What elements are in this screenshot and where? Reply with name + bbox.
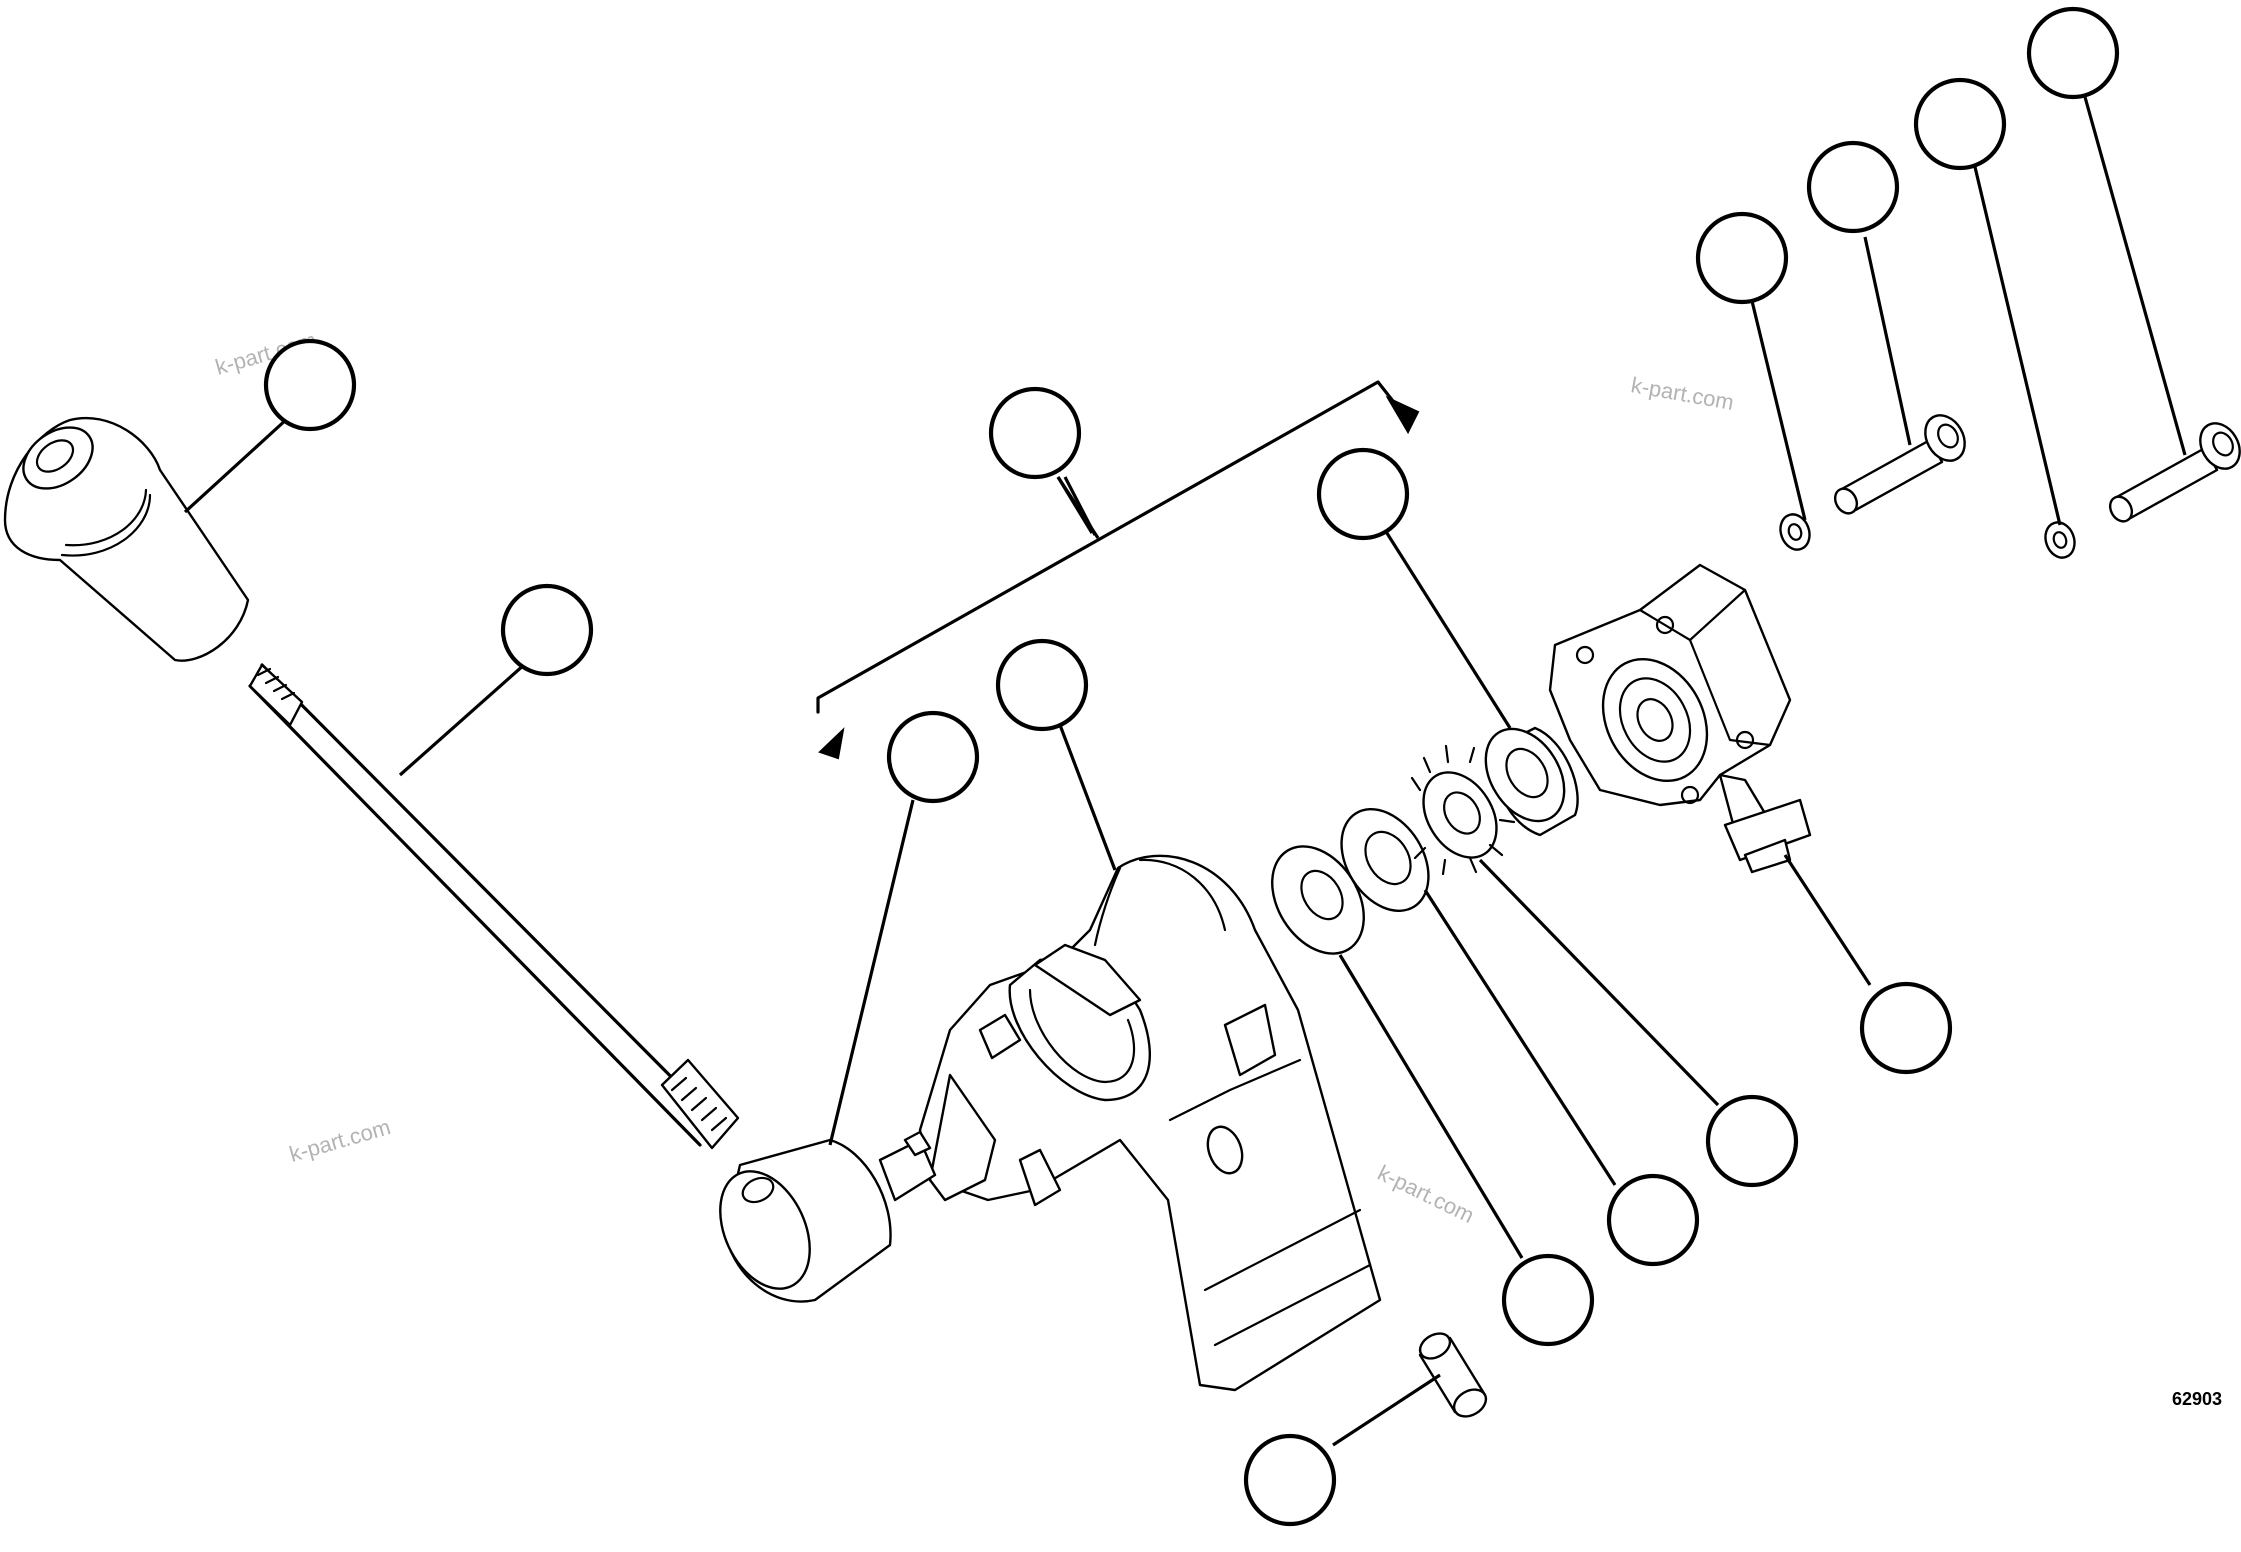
- threaded-rod: [248, 663, 740, 1150]
- screw-2: [2108, 422, 2241, 523]
- flat-washer: [1340, 807, 1430, 913]
- watermark-3: k-part.com: [286, 1114, 393, 1167]
- callout-balloon-flat-washer[interactable]: [1606, 1173, 1700, 1267]
- bracket-leader: [1056, 476, 1100, 539]
- callout-balloon-keyed-washer[interactable]: [1501, 1253, 1595, 1347]
- bushing-washers: [1271, 726, 1579, 955]
- screw-1: [1833, 414, 1966, 515]
- leader-lines: [183, 96, 2187, 1447]
- assembly-bracket: [816, 380, 1420, 760]
- callout-balloon-rod[interactable]: [500, 583, 594, 677]
- callout-balloon-washer-2[interactable]: [1913, 77, 2007, 171]
- small-pin: [1418, 1332, 1488, 1418]
- callout-balloon-screw-2[interactable]: [2026, 6, 2120, 100]
- bracket-arrow-left: [818, 727, 845, 760]
- callout-balloon-assembly[interactable]: [988, 386, 1082, 480]
- shift-lever-housing: [918, 854, 1382, 1392]
- figure-number: 62903: [2172, 1389, 2222, 1409]
- small-washer-1: [1779, 513, 1811, 551]
- neutral-switch: [1548, 563, 1812, 874]
- callout-balloon-screw-1[interactable]: [1806, 140, 1900, 234]
- callout-balloons: [263, 6, 2120, 1527]
- callout-balloon-switch[interactable]: [1859, 981, 1953, 1075]
- callout-balloon-lock-washer[interactable]: [1705, 1094, 1799, 1188]
- watermark-2: k-part.com: [1629, 372, 1736, 415]
- callout-balloon-pin[interactable]: [1243, 1433, 1337, 1527]
- bracket-arrow-right: [1385, 395, 1420, 435]
- callout-balloon-knob[interactable]: [263, 338, 357, 432]
- callout-balloon-shaft-end[interactable]: [886, 710, 980, 804]
- callout-balloon-housing[interactable]: [995, 638, 1089, 732]
- watermark-4: k-part.com: [1374, 1160, 1478, 1228]
- small-washer-2: [2044, 521, 2076, 559]
- shift-shaft-end: [719, 1130, 937, 1303]
- callout-balloon-bushing[interactable]: [1316, 447, 1410, 541]
- shift-knob: [3, 416, 250, 662]
- bushing: [1484, 726, 1579, 837]
- callout-balloon-washer-1[interactable]: [1695, 211, 1789, 305]
- tooth-lock-washer: [1410, 744, 1516, 876]
